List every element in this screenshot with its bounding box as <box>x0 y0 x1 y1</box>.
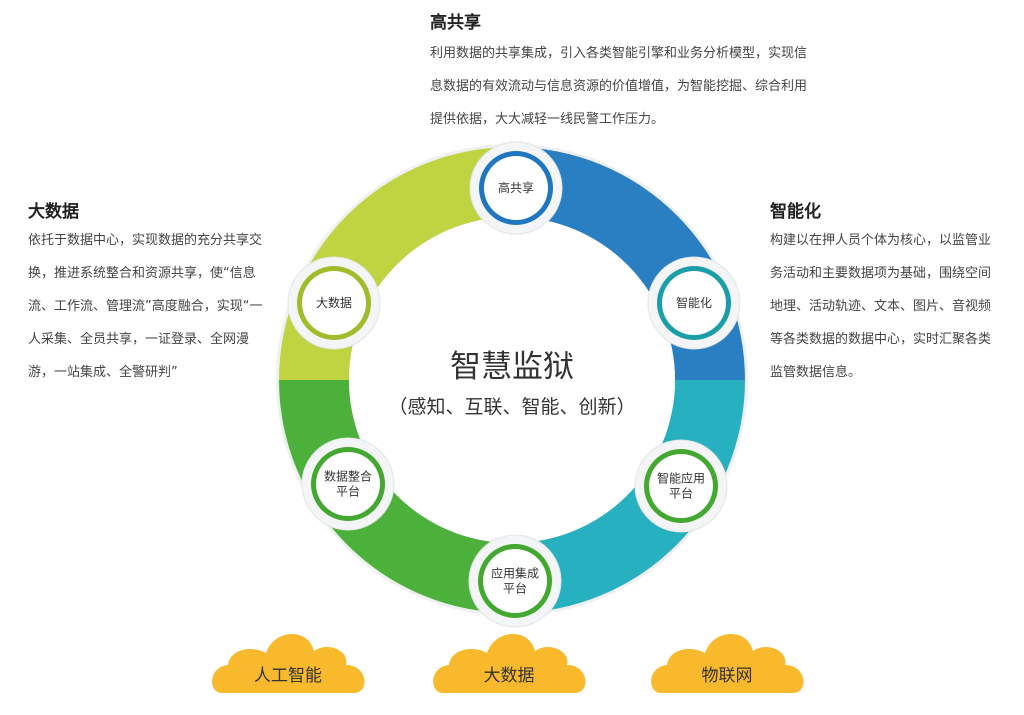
cloud-label: 人工智能 <box>254 666 322 686</box>
feature-block-sharing: 高共享 利用数据的共享集成，引入各类智能引擎和业务分析模型，实现信息数据的有效流… <box>430 8 810 136</box>
node-label: 平台 <box>669 486 693 501</box>
cloud-badge: 物联网 <box>651 633 804 693</box>
feature-block-bigdata: 大数据 依托于数据中心，实现数据的充分共享交换，推进系统整合和资源共享，使“信息… <box>28 197 268 389</box>
feature-node: 智能化 <box>647 256 741 350</box>
node-label: 平台 <box>336 484 360 499</box>
cloud-badge: 大数据 <box>433 633 586 693</box>
node-label: 应用集成 <box>491 566 539 581</box>
feature-text-intelligence: 构建以在押人员个体为核心，以监管业务活动和主要数据项为基础，围绕空间地理、活动轨… <box>770 233 992 380</box>
center-subtitle: （感知、互联、智能、创新） <box>388 396 635 418</box>
center-title: 智慧监狱 <box>450 349 574 385</box>
feature-text-bigdata: 依托于数据中心，实现数据的充分共享交换，推进系统整合和资源共享，使“信息流、工作… <box>28 233 263 380</box>
feature-title-intelligence: 智能化 <box>770 202 821 222</box>
node-label: 智能应用 <box>657 471 705 486</box>
node-label: 平台 <box>503 581 527 596</box>
feature-block-intelligence: 智能化 构建以在押人员个体为核心，以监管业务活动和主要数据项为基础，围绕空间地理… <box>770 197 1000 389</box>
cloud-label: 物联网 <box>702 666 753 686</box>
cloud-badge: 人工智能 <box>212 633 365 693</box>
feature-title-sharing: 高共享 <box>430 13 481 33</box>
ring-segment <box>279 380 512 613</box>
node-label: 大数据 <box>316 295 352 310</box>
feature-title-bigdata: 大数据 <box>28 202 79 222</box>
center-label: 智慧监狱 （感知、互联、智能、创新） <box>388 349 635 418</box>
cloud-label: 大数据 <box>484 666 535 686</box>
ring-segment <box>512 380 745 613</box>
node-label: 数据整合 <box>324 469 372 484</box>
feature-node: 高共享 <box>469 141 563 235</box>
feature-node: 大数据 <box>287 256 381 350</box>
clouds: 人工智能 大数据 物联网 <box>212 633 804 693</box>
node-label: 高共享 <box>498 180 534 195</box>
feature-text-sharing: 利用数据的共享集成，引入各类智能引擎和业务分析模型，实现信息数据的有效流动与信息… <box>430 46 808 127</box>
node-label: 智能化 <box>676 295 712 310</box>
